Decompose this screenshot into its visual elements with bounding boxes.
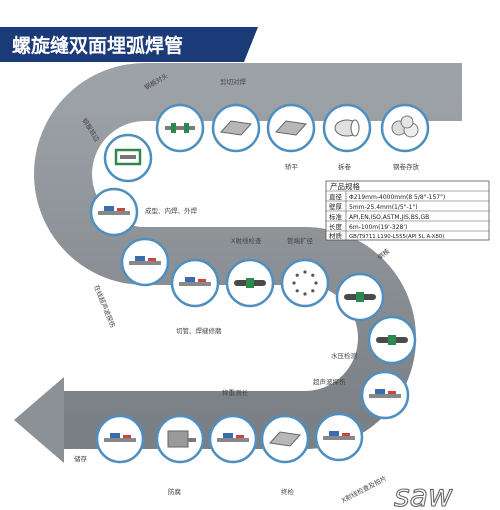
equipment-icon	[292, 270, 318, 296]
node-anticorrosion	[155, 414, 205, 464]
spec-table: 产品规格 直径 Φ219mm-4000mm(8 5/8"-157") 壁厚 5m…	[325, 180, 490, 241]
label-cut-weld-repair: 切管、焊缝修磨	[176, 326, 222, 335]
node-forming	[89, 187, 139, 237]
spec-row-key: 壁厚	[329, 202, 343, 211]
label-hydro-test: 水压检测	[331, 351, 358, 360]
label-final-inspection: 终检	[281, 487, 295, 496]
equipment-icon	[165, 123, 195, 133]
label-ut-inspection: 超声波探伤	[313, 377, 346, 386]
equipment-icon	[391, 115, 419, 138]
node-uncoiling	[322, 103, 372, 153]
label-pipe-expansion: 管端扩径	[287, 236, 314, 245]
label-storage: 储存	[74, 454, 88, 463]
node-pipe-expansion	[280, 258, 330, 308]
node-cut-weld-repair	[170, 258, 220, 308]
equipment-icon	[269, 431, 301, 447]
spec-row-value: 6m-100m(19'-328')	[349, 224, 407, 231]
header-bg	[0, 27, 258, 62]
node-online-ut	[120, 237, 170, 287]
spec-table-header: 产品规格	[330, 181, 360, 191]
spec-row-value: 5mm-25.4mm(1/5"-1")	[349, 204, 418, 211]
equipment-icon	[167, 430, 196, 448]
equipment-icon	[323, 431, 355, 440]
equipment-icon	[344, 292, 376, 302]
label-weigh-measure: 称重测长	[222, 388, 249, 397]
equipment-icon	[275, 120, 307, 136]
label-online-ut: 在线超声波探伤	[92, 283, 118, 329]
process-nodes	[89, 103, 430, 464]
equipment-icon	[129, 256, 161, 265]
page-title: 螺旋缝双面埋弧焊管	[12, 34, 183, 57]
equipment-icon	[376, 335, 408, 345]
equipment-icon	[217, 433, 249, 442]
spec-row-value: API,EN,ISO,ASTM,JIS,BS,GB	[349, 214, 429, 221]
node-ut-inspection	[360, 370, 410, 420]
label-forming: 成型、内焊、外焊	[145, 206, 198, 215]
node-weigh-measure	[208, 414, 258, 464]
spec-row-key: 标准	[329, 212, 343, 221]
node-xray-final	[314, 412, 364, 462]
node-leveling	[266, 103, 316, 153]
saw-logo: saw	[394, 479, 453, 510]
node-strip-butt	[155, 103, 205, 153]
equipment-icon	[369, 389, 401, 398]
equipment-icon	[234, 278, 266, 288]
label-uncoiling: 拆卷	[338, 162, 352, 171]
node-final-inspection	[260, 414, 310, 464]
node-xray-check	[225, 258, 275, 308]
label-coil-storage: 钢卷存放	[393, 162, 420, 171]
label-xray-final: X射线检查及拍片	[340, 473, 388, 504]
node-storage	[95, 414, 145, 464]
spec-row-key: 材质	[329, 231, 343, 240]
equipment-icon	[104, 433, 136, 442]
equipment-icon	[98, 206, 130, 215]
spec-row-key: 长度	[329, 222, 343, 231]
equipment-icon	[220, 120, 252, 136]
track-arrowhead	[14, 377, 64, 463]
equipment-icon	[179, 277, 211, 286]
label-leveling: 矫平	[285, 162, 299, 171]
spec-row-key: 直径	[329, 192, 343, 201]
label-anticorrosion: 防腐	[168, 487, 182, 496]
node-hydro-test	[367, 315, 417, 365]
spec-row-value: GB/T9711 L190-L555(API 5L A-X80)	[349, 234, 444, 240]
equipment-icon	[334, 119, 360, 137]
node-chamfer	[335, 272, 385, 322]
node-shear-weld	[211, 103, 261, 153]
label-xray-check: X射线检查	[231, 236, 262, 245]
node-coil-storage	[380, 103, 430, 153]
spec-row-value: Φ219mm-4000mm(8 5/8"-157")	[349, 194, 445, 201]
node-circle	[280, 258, 330, 308]
header-banner: 螺旋缝双面埋弧焊管	[0, 27, 258, 62]
label-shear-weld: 剪切对焊	[220, 77, 247, 86]
node-edge-milling	[103, 133, 153, 183]
equipment-icon	[114, 148, 142, 166]
